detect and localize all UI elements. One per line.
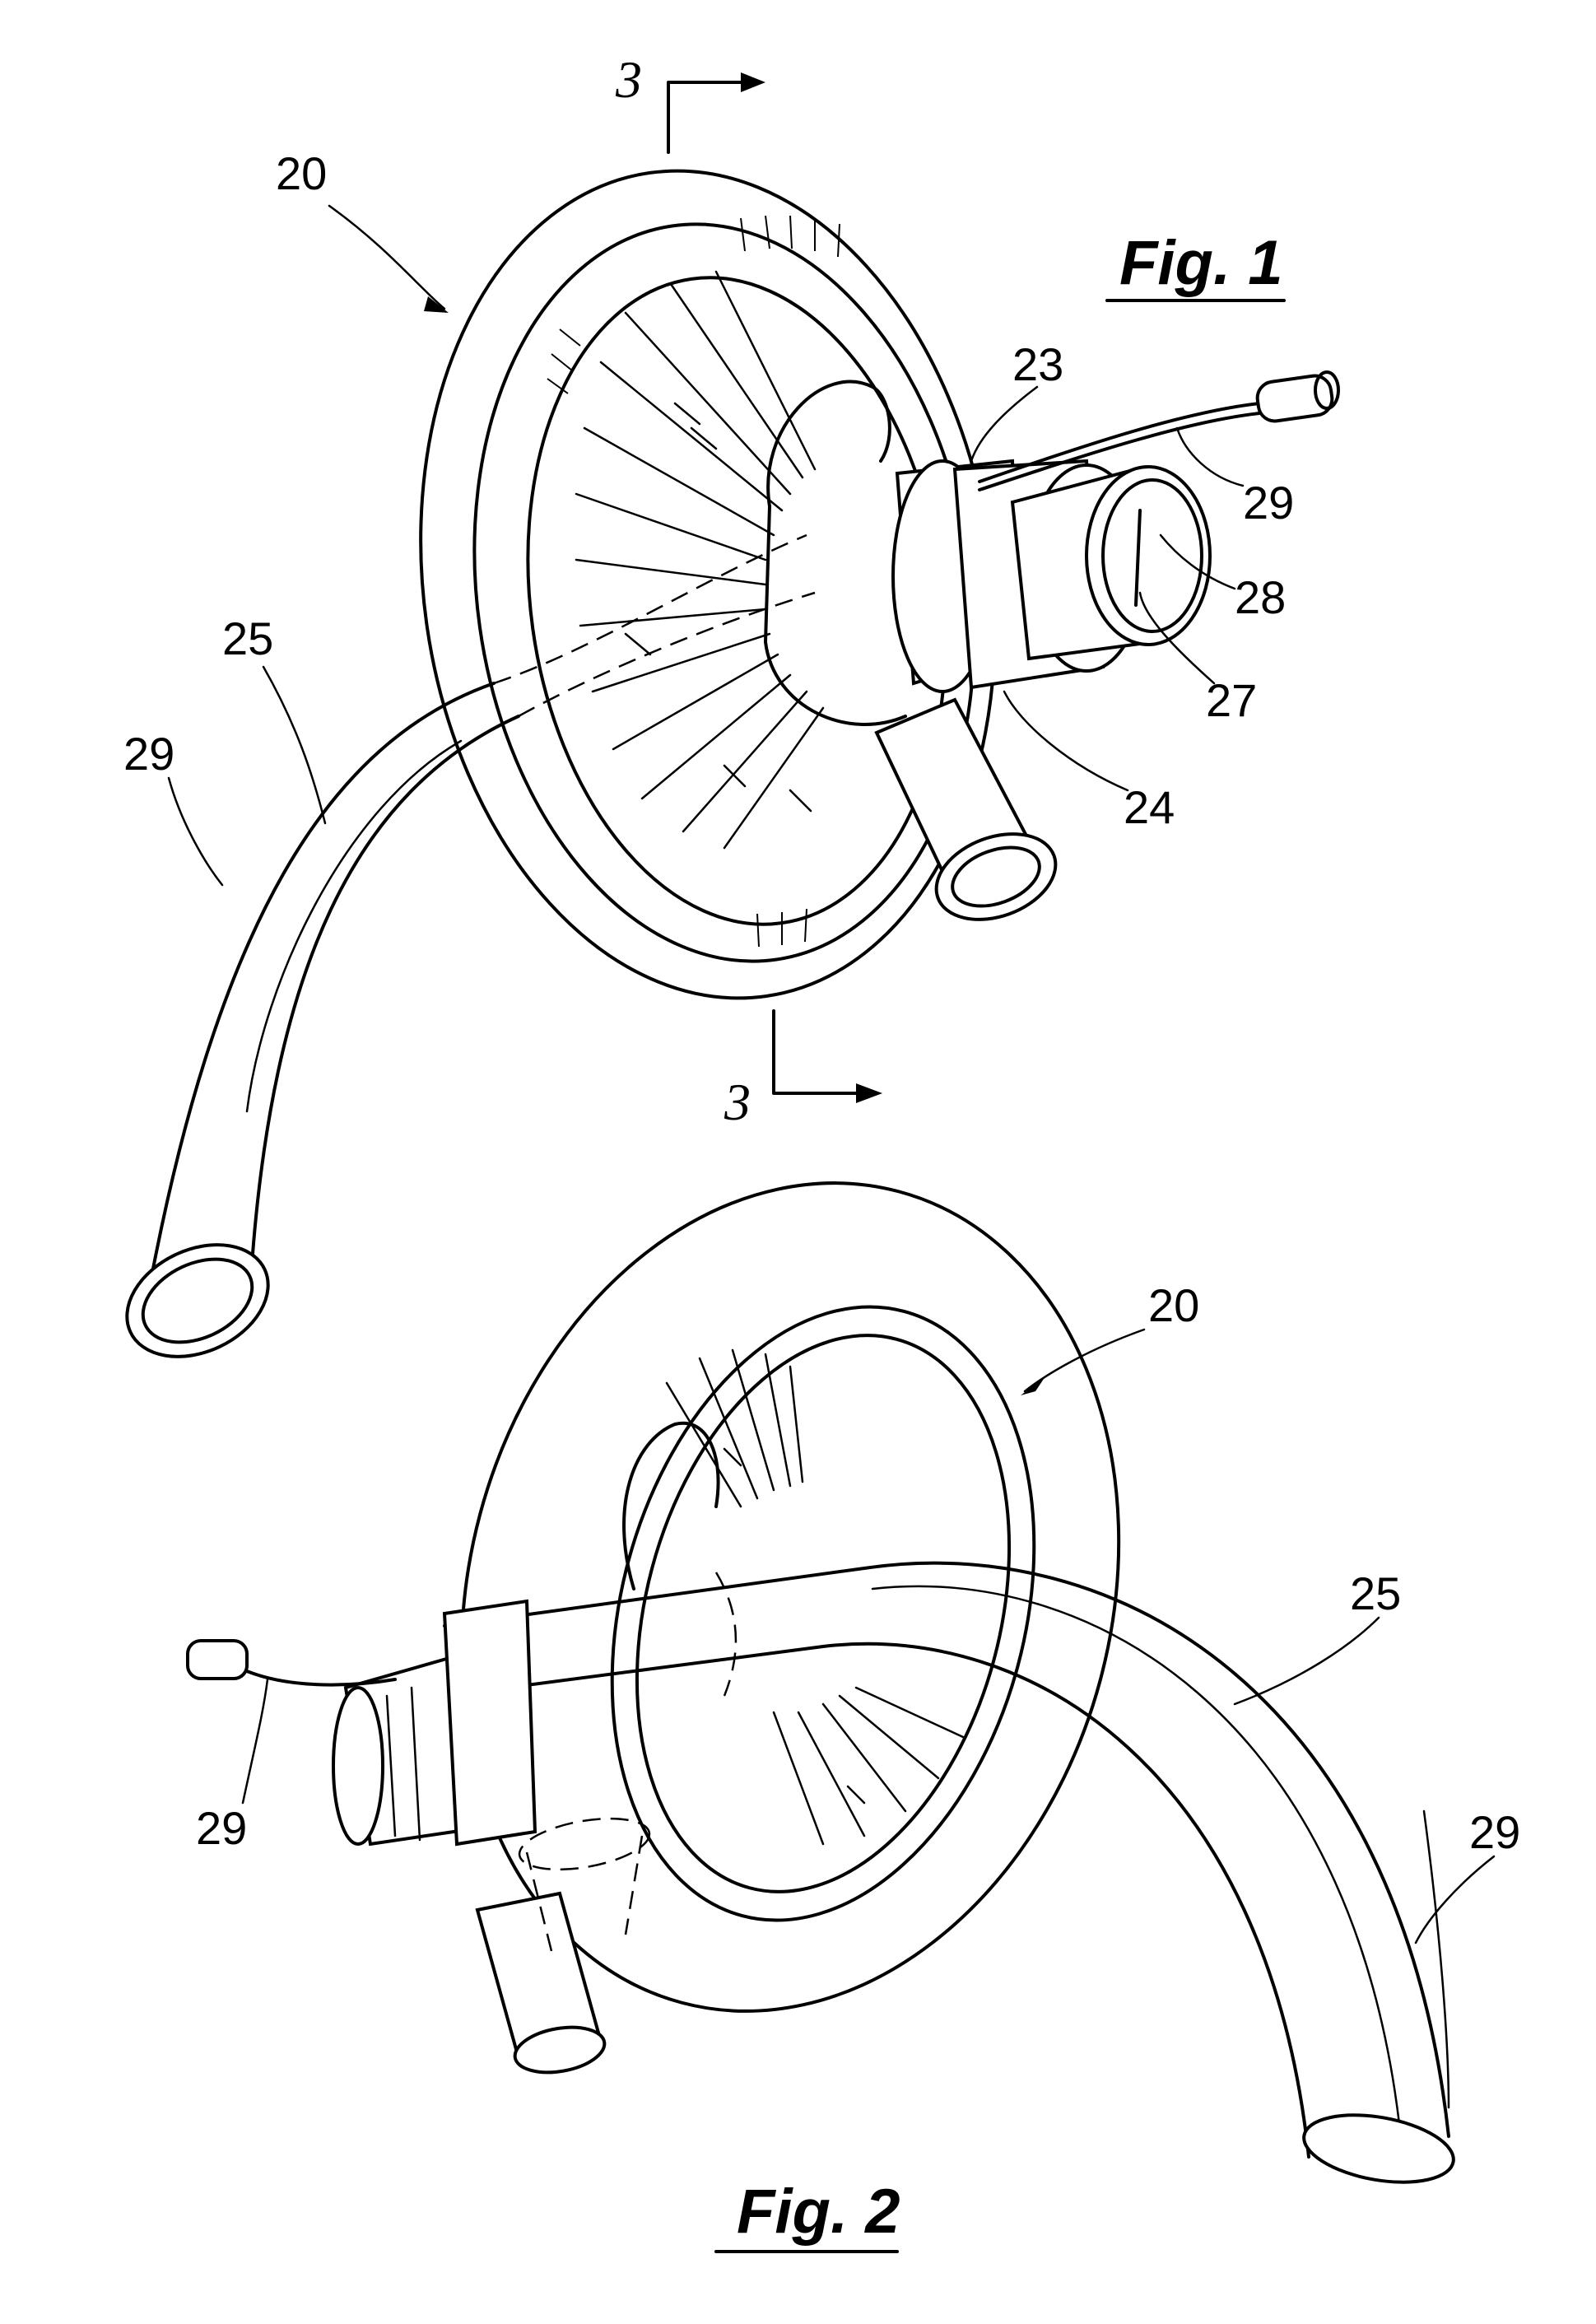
ref-label-29-fig2-right: 29: [1469, 1806, 1520, 1858]
connector-hub-fig2: [333, 1601, 535, 1844]
leaders-fig2: [243, 1330, 1494, 1943]
section-label-3-top: 3: [615, 50, 642, 109]
ref-label-27: 27: [1206, 674, 1257, 726]
pilot-line-fig2: [188, 1641, 395, 1685]
figure-2-caption: Fig. 2: [737, 2177, 900, 2247]
ref-label-25-fig1: 25: [222, 612, 273, 664]
cuff-radial-lines-fig2: [667, 1350, 963, 1844]
ref-label-20-fig1: 20: [276, 147, 327, 199]
ref-label-29-fig1-left: 29: [123, 728, 174, 780]
central-boss-fig1: [765, 382, 905, 724]
cuff-radial-lines-fig1: [576, 272, 823, 848]
figure-1-caption: Fig. 1: [1119, 228, 1282, 298]
ref-label-28: 28: [1235, 571, 1286, 623]
ref-label-23: 23: [1012, 338, 1063, 390]
ref-label-29-fig2-left: 29: [196, 1802, 247, 1854]
figure-1: 3 3: [109, 50, 1338, 1378]
connector-hub-fig1: [893, 461, 1210, 692]
figure-2: 20 25 29 29 Fig. 2: [188, 1108, 1520, 2252]
section-label-3-bottom: 3: [724, 1073, 751, 1131]
ref-label-25-fig2: 25: [1350, 1567, 1401, 1619]
section-mark-bottom: 3: [724, 1011, 882, 1131]
ref-label-29-fig1-right: 29: [1243, 477, 1294, 529]
ref-label-24: 24: [1124, 781, 1175, 833]
section-mark-top: 3: [615, 50, 765, 152]
cannula-tube-fig2: [444, 1563, 1459, 2193]
ref-label-20-fig2: 20: [1148, 1279, 1199, 1331]
